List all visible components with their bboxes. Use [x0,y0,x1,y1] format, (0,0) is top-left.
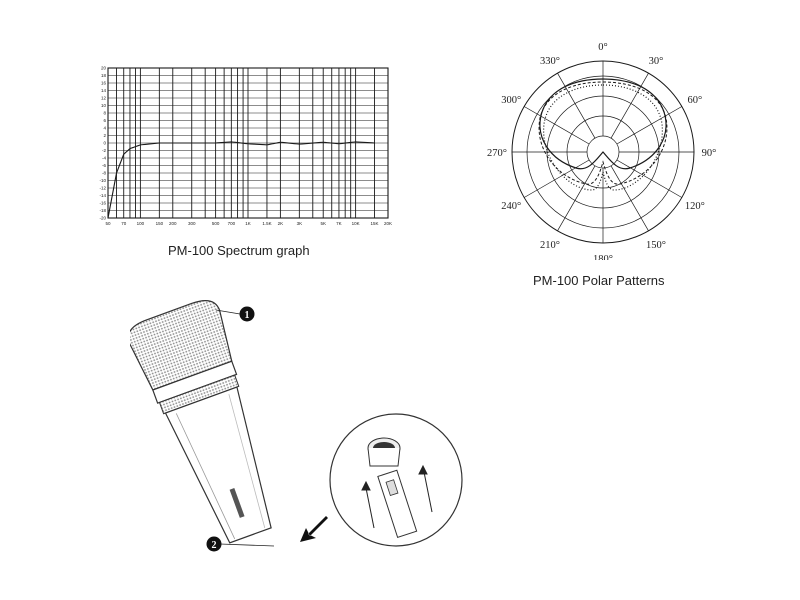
polar-angle-label: 60° [687,95,702,106]
arrow-left-line [365,487,375,529]
spectrum-x-tick-label: 7K [336,221,342,226]
microphone-brand-mark [229,488,245,518]
spectrum-y-tick-label: 2 [103,133,106,138]
xlr-socket-body [367,447,401,467]
spectrum-x-tick-label: 700 [228,221,236,226]
microphone-handle-shading [175,413,236,540]
polar-spoke [616,159,682,198]
polar-spoke [524,106,590,145]
polar-angle-labels: 0° 30° 60° 90° 120° 150° 180° 210° 240° 270° 300° 3… [487,42,717,265]
spectrum-y-tick-label: -16 [99,201,106,206]
spectrum-x-tick-label: 70 [121,221,127,226]
polar-angle-label: 210° [540,240,560,251]
polar-spoke [616,106,682,145]
spectrum-x-tick-label: 200 [169,221,177,226]
xlr-plug-latch [385,479,399,497]
arrow-right-line [423,471,433,513]
spectrum-y-ticks: 20181614121086420-2-4-6-8-10-12-14-16-18… [99,66,106,221]
arrow-right-head-icon [418,464,428,475]
insert-direction-arrows [361,464,433,529]
spectrum-y-tick-label: 18 [101,73,107,78]
spectrum-caption: PM-100 Spectrum graph [168,243,310,258]
spectrum-y-tick-label: 0 [103,141,106,146]
polar-spoke [557,73,596,139]
xlr-plug [377,469,418,538]
callout-2-badge [206,536,222,552]
spectrum-y-tick-label: -12 [99,186,106,191]
spectrum-x-tick-label: 15K [371,221,379,226]
spectrum-y-tick-label: -18 [99,208,106,213]
xlr-socket [367,437,401,467]
spectrum-response-line [107,141,375,219]
spectrum-y-tick-label: -20 [99,216,106,221]
spectrum-y-tick-label: 6 [103,118,106,123]
polar-spoke [524,159,590,198]
spectrum-x-ticks: 50 70 100 150 200 300 500 700 1K 1.5K 2K 3K 5K 7K 10K 1… [105,221,392,226]
spectrum-x-tick-label: 50 [105,221,111,226]
polar-angle-label: 90° [702,148,717,159]
spectrum-y-tick-label: -2 [102,148,106,153]
callout-2-leader [219,543,275,547]
spectrum-graph: 20181614121086420-2-4-6-8-10-12-14-16-18… [99,66,392,227]
polar-angle-label: 120° [685,201,705,212]
polar-angle-label: 30° [649,56,664,67]
spectrum-x-tick-label: 100 [137,221,145,226]
polar-spoke [610,73,649,139]
spectrum-x-tick-label: 10K [352,221,360,226]
microphone-illustration-panel: 1 2 [127,290,480,565]
insert-arrow-icon [300,516,328,542]
connector-detail [329,413,463,547]
spectrum-y-tick-label: -6 [102,163,106,168]
spectrum-y-tick-label: -8 [102,171,106,176]
spectrum-y-tick-label: -4 [102,156,106,161]
callout-2-label: 2 [212,540,217,551]
spectrum-x-tick-label: 300 [188,221,196,226]
polar-pattern-dashed [538,81,668,185]
spectrum-y-tick-label: 4 [103,126,106,131]
spectrum-x-tick-label: 500 [212,221,220,226]
polar-angle-label: 240° [501,201,521,212]
polar-pattern-diagram: 0° 30° 60° 90° 120° 150° 180° 210° 240° 270° 300° 3… [487,42,717,265]
callout-1-leader [215,309,241,315]
connector-detail-panel [326,410,466,550]
spectrum-x-tick-label: 1K [245,221,251,226]
callout-1-label: 1 [245,310,250,321]
polar-angle-label: 0° [598,42,607,53]
arrow-left-head-icon [361,480,371,491]
spectrum-y-tick-label: -14 [99,193,106,198]
spectrum-y-tick-label: 16 [101,81,107,86]
spectrum-y-tick-label: -10 [99,178,106,183]
spectrum-x-tick-label: 3K [297,221,303,226]
polar-spoke [610,165,649,231]
polar-spoke [557,165,596,231]
spectrum-y-tick-label: 8 [103,111,106,116]
microphone-handle [164,386,272,544]
microphone-handle-highlight [228,394,266,529]
spectrum-x-tick-label: 20K [384,221,392,226]
microphone-illustration: 1 2 [127,299,328,552]
polar-angle-label: 270° [487,148,507,159]
microphone [127,299,272,544]
spectrum-y-tick-label: 12 [101,96,107,101]
polar-angle-label: 180° [593,254,613,260]
spectrum-x-tick-label: 150 [156,221,164,226]
polar-angle-label: 300° [501,95,521,106]
spectrum-x-tick-label: 5K [320,221,326,226]
callout-1-badge [239,306,255,322]
spectrum-y-tick-label: 10 [101,103,107,108]
polar-pattern-dotted [543,84,663,191]
spectrum-y-tick-label: 14 [101,88,107,93]
polar-angle-label: 330° [540,56,560,67]
spectrum-x-tick-label: 2K [278,221,284,226]
polar-angle-label: 150° [646,240,666,251]
polar-pattern-panel: 0° 30° 60° 90° 120° 150° 180° 210° 240° 270° 300° 3… [480,40,730,265]
polar-caption: PM-100 Polar Patterns [533,273,665,288]
spectrum-y-tick-label: 20 [101,66,107,71]
spectrum-x-tick-label: 1.5K [262,221,271,226]
polar-spokes [512,61,694,243]
